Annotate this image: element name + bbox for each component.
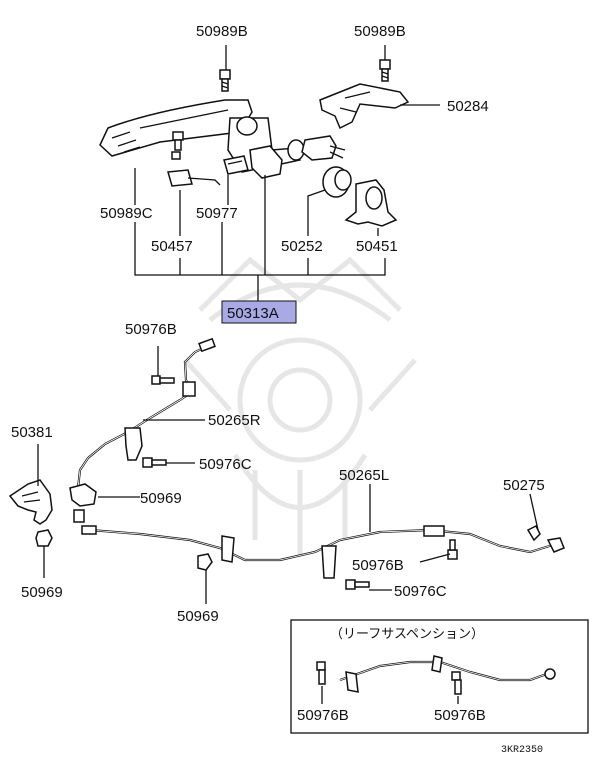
label-50976c-left: 50976C	[199, 456, 252, 473]
highlight-box	[221, 300, 297, 324]
label-50977: 50977	[196, 205, 238, 222]
label-50969-bottom-left: 50969	[21, 584, 63, 601]
diagram-code: 3KR2350	[501, 745, 543, 756]
label-50989b-top-right: 50989B	[354, 23, 406, 40]
label-50976b-inset-left: 50976B	[297, 707, 349, 724]
label-50313a: 50313A	[227, 305, 279, 322]
cable-left-drawing	[81, 524, 565, 590]
label-50265l: 50265L	[339, 467, 389, 484]
label-50976b-right: 50976B	[352, 557, 404, 574]
leader-lines-top	[134, 45, 440, 302]
label-50976b-cable-top: 50976B	[125, 321, 177, 338]
label-50252: 50252	[281, 238, 323, 255]
lever-assembly-drawing	[99, 59, 410, 227]
inset-title: （リーフサスペンション）	[330, 626, 484, 641]
label-50457: 50457	[151, 238, 193, 255]
leader-lines-middle	[37, 346, 205, 578]
label-50976c-right: 50976C	[394, 583, 447, 600]
inset-box	[290, 619, 589, 734]
label-50989c: 50989C	[100, 205, 153, 222]
label-50284: 50284	[447, 98, 489, 115]
label-50969-center: 50969	[177, 608, 219, 625]
label-50989b-top-left: 50989B	[196, 23, 248, 40]
label-50969-mid: 50969	[140, 490, 182, 507]
label-50265r: 50265R	[208, 412, 261, 429]
watermark-emblem	[183, 256, 417, 555]
label-50451: 50451	[356, 238, 398, 255]
label-50976b-inset-right: 50976B	[434, 707, 486, 724]
cable-right-drawing	[69, 337, 216, 523]
left-bracket-drawing	[8, 479, 53, 547]
leader-lines-lower	[205, 484, 539, 604]
label-50275: 50275	[503, 477, 545, 494]
highlight-50313a[interactable]: 50313A	[221, 300, 297, 324]
label-50381: 50381	[11, 424, 53, 441]
